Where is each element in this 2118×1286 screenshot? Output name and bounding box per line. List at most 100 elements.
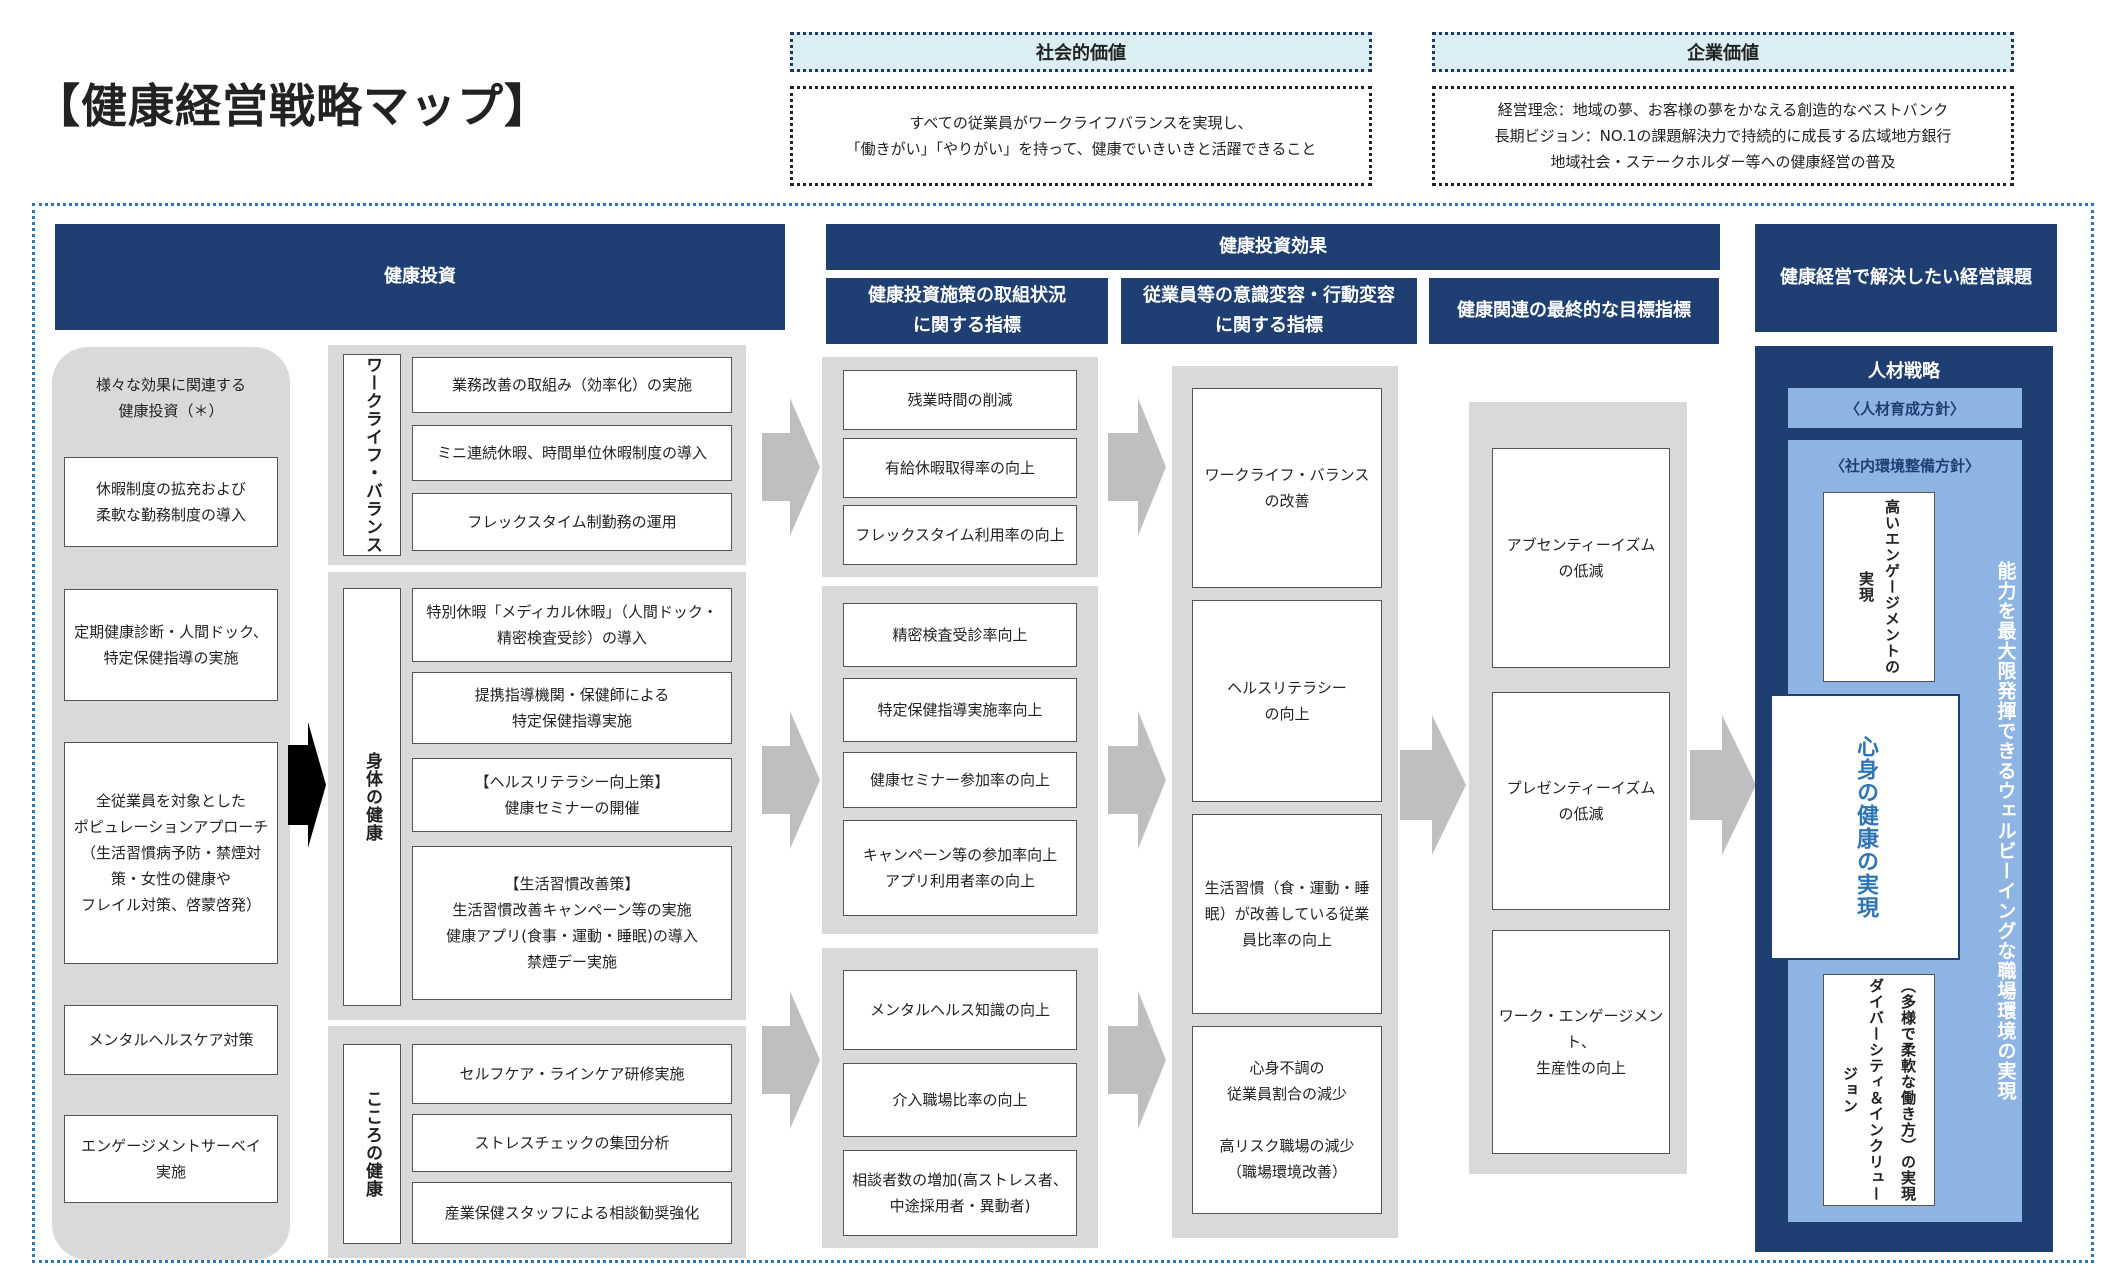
indicator-item: メンタルヘルス知識の向上 (843, 970, 1077, 1050)
investment-item: 定期健康診断・人間ドック、 特定保健指導の実施 (64, 589, 278, 701)
social-value-line: 「働きがい」「やりがい」を持って、健康でいきいきと活躍できること (845, 140, 1317, 158)
arrow-icon (762, 991, 820, 1129)
indicator-item: 相談者数の増加(高ストレス者、 中途採用者・異動者) (843, 1150, 1077, 1236)
indicator-item: フレックスタイム利用率の向上 (843, 505, 1077, 565)
behavior-item: ヘルスリテラシー の向上 (1192, 600, 1382, 802)
group-label: こころの健康 (343, 1044, 401, 1244)
investment-item: 休暇制度の拡充および 柔軟な勤務制度の導入 (64, 457, 278, 547)
indicator-line: アプリ利用者率の向上 (884, 872, 1035, 890)
intro-line: 健康投資（＊） (118, 402, 224, 420)
measure-item: 業務改善の取組み（効率化）の実施 (412, 357, 732, 413)
final-goal-item: ワーク・エンゲージメント、 生産性の向上 (1492, 930, 1670, 1154)
group-label-text: ワークライフ・バランス (362, 356, 382, 554)
item-line: 定期健康診断・人間ドック、 (74, 623, 268, 641)
item-line: （生活習慣病予防・禁煙対 (80, 844, 261, 862)
investment-item: メンタルヘルスケア対策 (64, 1005, 278, 1075)
arrow-icon (1690, 715, 1756, 855)
group-label: ワークライフ・バランス (343, 354, 401, 556)
social-value-line: すべての従業員がワークライフバランスを実現し、 (909, 114, 1253, 132)
header-line: に関する指標 (1215, 315, 1323, 336)
side-statement: 能力を最大限発揮できるウェルビーイングな職場環境の実現 (1966, 440, 2046, 1222)
measure-item: 特別休暇「メディカル休暇」（人間ドック・ 精密検査受診）の導入 (412, 588, 732, 662)
corporate-value-body: 経営理念：地域の夢、お客様の夢をかなえる創造的なベストバンク 長期ビジョン：NO… (1432, 86, 2014, 186)
measure-line: 特定保健指導実施 (511, 712, 632, 730)
behavior-line: 従業員割合の減少 (1226, 1085, 1347, 1103)
indicator-item: 介入職場比率の向上 (843, 1063, 1077, 1137)
corporate-value-line: 経営理念：地域の夢、お客様の夢をかなえる創造的なベストバンク (1497, 101, 1949, 119)
corporate-value-line: 地域社会・ステークホルダー等への健康経営の普及 (1550, 153, 1896, 171)
header-effect-col1: 健康投資施策の取組状況 に関する指標 (826, 278, 1108, 344)
investment-intro: 様々な効果に関連する 健康投資（＊） (62, 370, 280, 426)
measure-line: 健康アプリ(食事・運動・睡眠)の導入 (446, 927, 698, 945)
header-line: 健康投資施策の取組状況 (868, 285, 1066, 306)
item-line: 実施 (155, 1163, 186, 1181)
item-line: ポピュレーションアプローチ (73, 818, 269, 836)
indicator-item: 残業時間の削減 (843, 370, 1077, 430)
indicator-line: 中途採用者・異動者) (889, 1197, 1031, 1215)
behavior-item: 心身不調の 従業員割合の減少 高リスク職場の減少 （職場環境改善） (1192, 1026, 1382, 1214)
goal-line: アブセンティーイズム (1506, 536, 1656, 554)
behavior-line: （職場環境改善） (1226, 1163, 1347, 1181)
hr-development-policy: 〈人材育成方針〉 (1788, 388, 2022, 428)
behavior-line: ワークライフ・バランス (1204, 466, 1370, 484)
measure-item: 提携指導機関・保健師による 特定保健指導実施 (412, 672, 732, 744)
goal-line: プレゼンティーイズム (1506, 779, 1656, 797)
group-label: 身体の健康 (343, 588, 401, 1006)
header-effect-col3: 健康関連の最終的な目標指標 (1429, 278, 1719, 344)
group-label-text: 身体の健康 (362, 752, 382, 842)
diversity-text: （多様で柔軟な働き方）の実現 (1899, 978, 1917, 1202)
measure-line: 生活習慣改善キャンペーン等の実施 (452, 901, 692, 919)
measure-line: 健康セミナーの開催 (504, 799, 640, 817)
measure-item: 【ヘルスリテラシー向上策】 健康セミナーの開催 (412, 758, 732, 832)
corporate-value-line: 長期ビジョン：NO.1の課題解決力で持続的に成長する広域地方銀行 (1494, 127, 1952, 145)
header-line: 従業員等の意識変容・行動変容 (1143, 285, 1395, 306)
measure-line: 精密検査受診）の導入 (496, 629, 647, 647)
indicator-line: キャンペーン等の参加率向上 (862, 846, 1058, 864)
goal-line: の低減 (1558, 562, 1604, 580)
header-effect-col2: 従業員等の意識変容・行動変容 に関する指標 (1121, 278, 1417, 344)
diversity-box: ダイバーシティ＆インクリュージョン （多様で柔軟な働き方）の実現 (1823, 974, 1935, 1206)
header-line: に関する指標 (913, 315, 1021, 336)
item-line: 特定保健指導の実施 (103, 649, 239, 667)
page-title: 【健康経営戦略マップ】 (34, 79, 551, 133)
black-arrow-icon (288, 722, 326, 848)
indicator-item: キャンペーン等の参加率向上 アプリ利用者率の向上 (843, 820, 1077, 916)
item-line: フレイル対策、啓蒙啓発） (80, 896, 261, 914)
final-goal-item: アブセンティーイズム の低減 (1492, 448, 1670, 668)
measure-item: 産業保健スタッフによる相談勧奨強化 (412, 1182, 732, 1244)
engagement-box: 高いエンゲージメントの実現 (1823, 492, 1935, 682)
goal-line: ワーク・エンゲージメント、 (1498, 1007, 1664, 1051)
social-value-heading: 社会的価値 (790, 32, 1372, 72)
intro-line: 様々な効果に関連する (95, 376, 246, 394)
measure-line: 特別休暇「メディカル休暇」（人間ドック・ (426, 603, 718, 621)
mind-body-text: 心身の健康の実現 (1853, 735, 1878, 919)
header-investment: 健康投資 (55, 224, 785, 330)
goal-line: の低減 (1558, 805, 1604, 823)
indicator-item: 健康セミナー参加率の向上 (843, 752, 1077, 808)
group-label-text: こころの健康 (362, 1090, 382, 1198)
behavior-line: 心身不調の (1249, 1059, 1325, 1077)
arrow-icon (1400, 715, 1466, 855)
corporate-value-heading: 企業価値 (1432, 32, 2014, 72)
indicator-item: 精密検査受診率向上 (843, 603, 1077, 667)
behavior-line: ヘルスリテラシー (1227, 679, 1347, 697)
arrow-icon (762, 398, 820, 536)
header-effect: 健康投資効果 (826, 224, 1720, 270)
behavior-line: の改善 (1264, 492, 1310, 510)
arrow-icon (1108, 398, 1166, 536)
item-line: エンゲージメントサーベイ (81, 1137, 261, 1155)
goal-line: 生産性の向上 (1535, 1059, 1626, 1077)
measure-item: ストレスチェックの集団分析 (412, 1114, 732, 1172)
arrow-icon (1108, 711, 1166, 849)
indicator-line: 相談者数の増加(高ストレス者、 (852, 1171, 1068, 1189)
arrow-icon (1108, 991, 1166, 1129)
environment-policy-title: 〈社内環境整備方針〉 (1829, 456, 1980, 475)
measure-item: フレックスタイム制勤務の運用 (412, 493, 732, 551)
behavior-item: ワークライフ・バランス の改善 (1192, 388, 1382, 588)
measure-line: 禁煙デー実施 (526, 953, 617, 971)
item-line: 柔軟な勤務制度の導入 (95, 506, 246, 524)
measure-line: 提携指導機関・保健師による (474, 686, 670, 704)
measure-line: 【生活習慣改善策】 (504, 875, 640, 893)
behavior-line: 生活習慣（食・運動・睡 (1204, 879, 1370, 897)
